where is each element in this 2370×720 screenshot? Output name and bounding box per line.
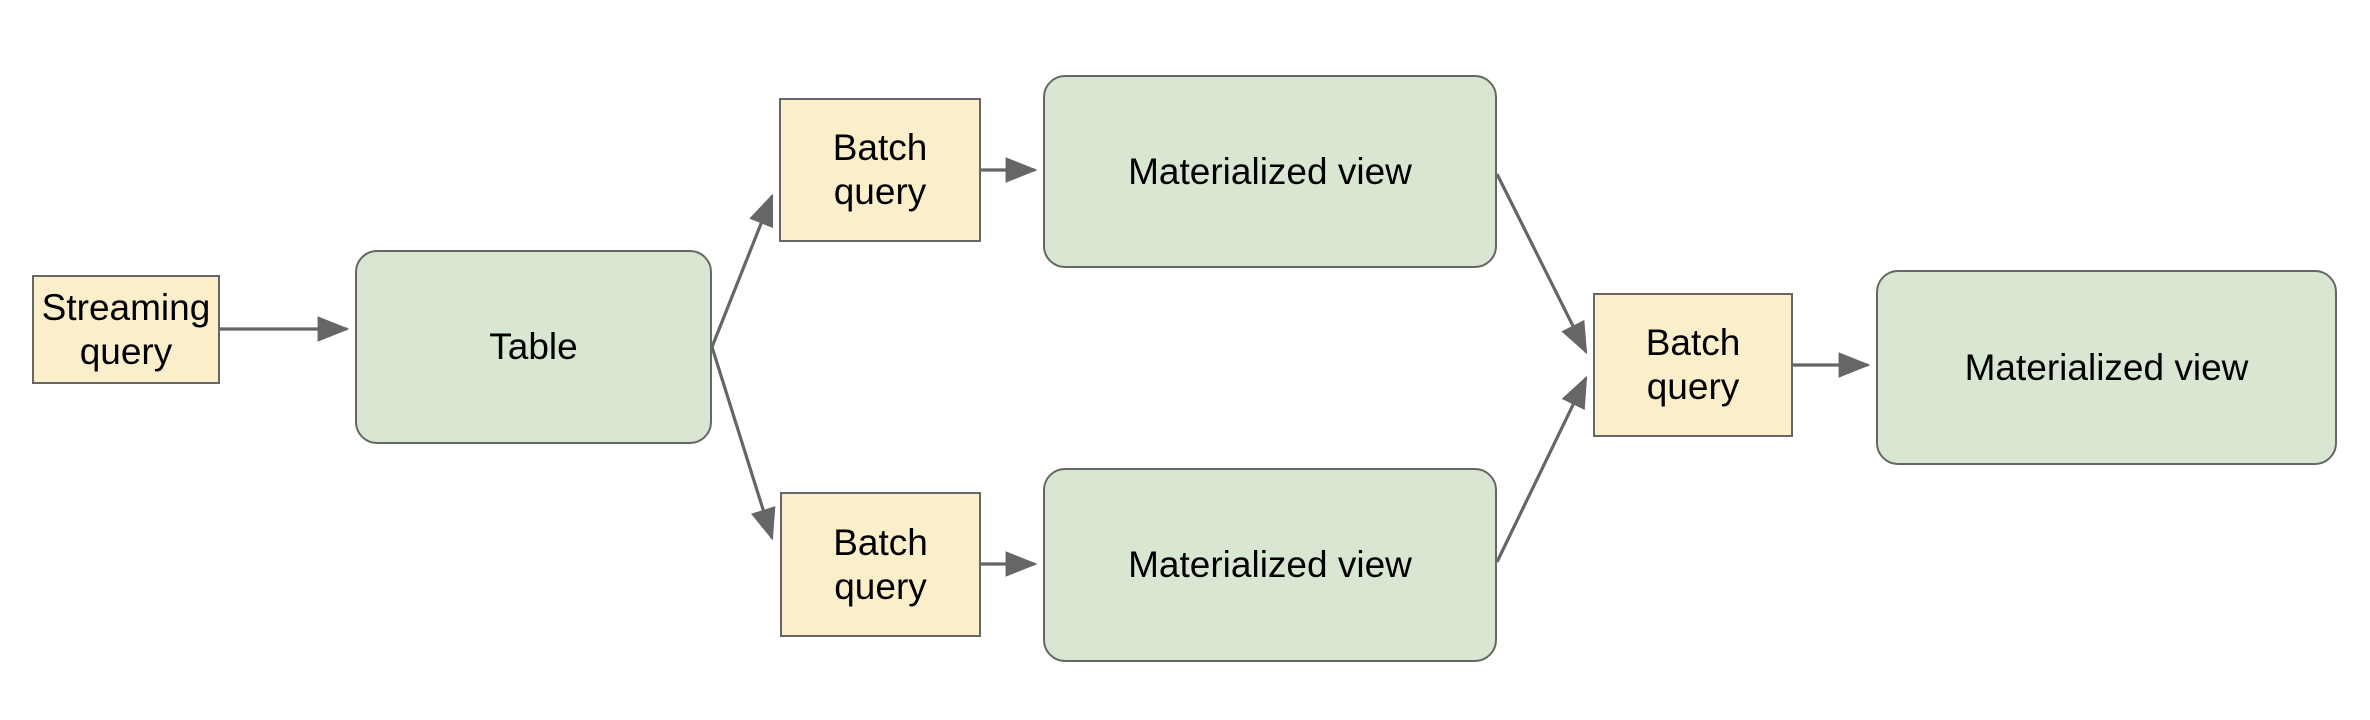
node-materialized-view-final[interactable]: Materialized view — [1876, 270, 2337, 465]
node-batch-query-bottom[interactable]: Batch query — [780, 492, 981, 637]
node-label-materialized-view-final: Materialized view — [1964, 346, 2249, 388]
edge-materialized-view-bottom-to-batch-query-merge — [1495, 375, 1588, 563]
node-label-batch-query-top: Batch query — [832, 127, 928, 212]
node-materialized-view-top[interactable]: Materialized view — [1043, 75, 1497, 268]
edge-table-to-batch-query-top — [710, 193, 774, 348]
edge-table-to-batch-query-bottom — [710, 346, 776, 541]
node-batch-query-top[interactable]: Batch query — [779, 98, 981, 242]
node-label-materialized-view-top: Materialized view — [1128, 150, 1412, 192]
node-label-materialized-view-bottom: Materialized view — [1128, 544, 1412, 586]
node-label-batch-query-merge: Batch query — [1645, 322, 1741, 407]
node-table[interactable]: Table — [355, 250, 712, 444]
edge-materialized-view-top-to-batch-query-merge — [1495, 173, 1588, 355]
node-streaming-query[interactable]: Streaming query — [32, 275, 220, 384]
node-label-table: Table — [489, 326, 578, 368]
node-label-batch-query-bottom: Batch query — [833, 521, 928, 607]
node-materialized-view-bottom[interactable]: Materialized view — [1043, 468, 1497, 662]
node-batch-query-merge[interactable]: Batch query — [1593, 293, 1793, 437]
node-label-streaming-query: Streaming query — [41, 286, 211, 372]
